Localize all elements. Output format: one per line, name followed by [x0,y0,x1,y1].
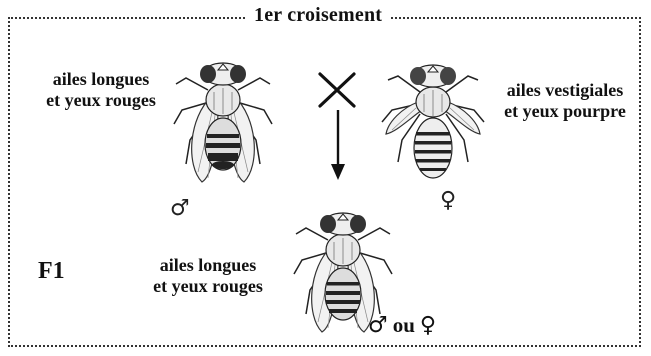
female-parent-fly-illustration [378,52,488,186]
offspring-label-line1: ailes longues [128,255,288,276]
male-parent-label-line2: et yeux rouges [26,90,176,111]
offspring-conjunction: ou [393,313,415,337]
down-arrow-icon [328,108,348,182]
female-parent-label-line1: ailes vestigiales [480,80,650,101]
male-parent-label-line1: ailes longues [26,69,176,90]
offspring-male-symbol: ♂ [368,313,388,338]
female-parent-label: ailes vestigiales et yeux pourpre [480,80,650,122]
male-parent-fly-illustration [168,48,278,188]
male-symbol: ♂ [170,198,190,220]
cross-symbol [316,70,358,110]
offspring-female-symbol: ♀ [420,313,436,338]
male-parent-label: ailes longues et yeux rouges [26,69,176,111]
offspring-label-line2: et yeux rouges [128,276,288,297]
offspring-label: ailes longues et yeux rouges [128,255,288,297]
offspring-sex: ♂ou♀ [368,312,436,338]
frame-title: 1er croisement [246,4,390,27]
generation-label: F1 [38,258,65,285]
female-symbol: ♀ [440,190,456,212]
female-parent-label-line2: et yeux pourpre [480,101,650,122]
